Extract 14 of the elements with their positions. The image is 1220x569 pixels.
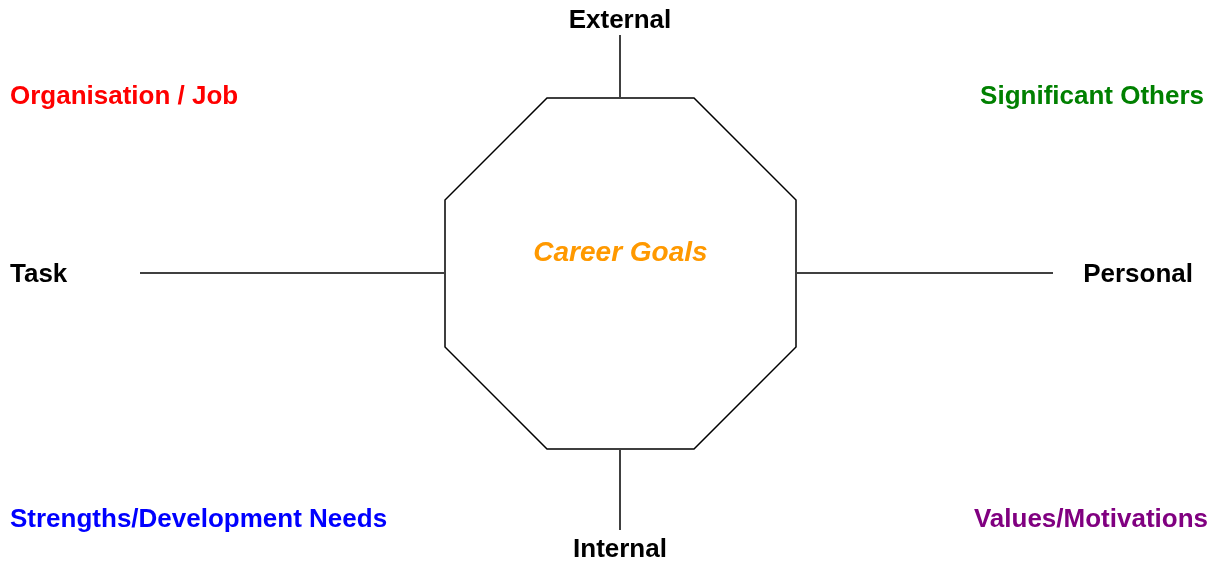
- axis-label: Task: [10, 258, 140, 288]
- axis-label: Internal: [555, 530, 685, 566]
- axis-label: External: [548, 3, 692, 35]
- quadrant-label: Strengths/Development Needs: [10, 503, 388, 534]
- quadrant-label: Significant Others: [980, 80, 1204, 111]
- quadrant-label: Values/Motivations: [973, 503, 1208, 534]
- quadrant-label: Organisation / Job: [10, 80, 239, 111]
- axis-label: Personal: [1053, 258, 1193, 288]
- connector-line: [139, 272, 445, 274]
- connector-line: [796, 272, 1054, 274]
- octagon-node: [444, 97, 797, 450]
- node-label: Career Goals: [533, 235, 708, 268]
- connector-line: [619, 34, 621, 98]
- connector-line: [619, 449, 621, 531]
